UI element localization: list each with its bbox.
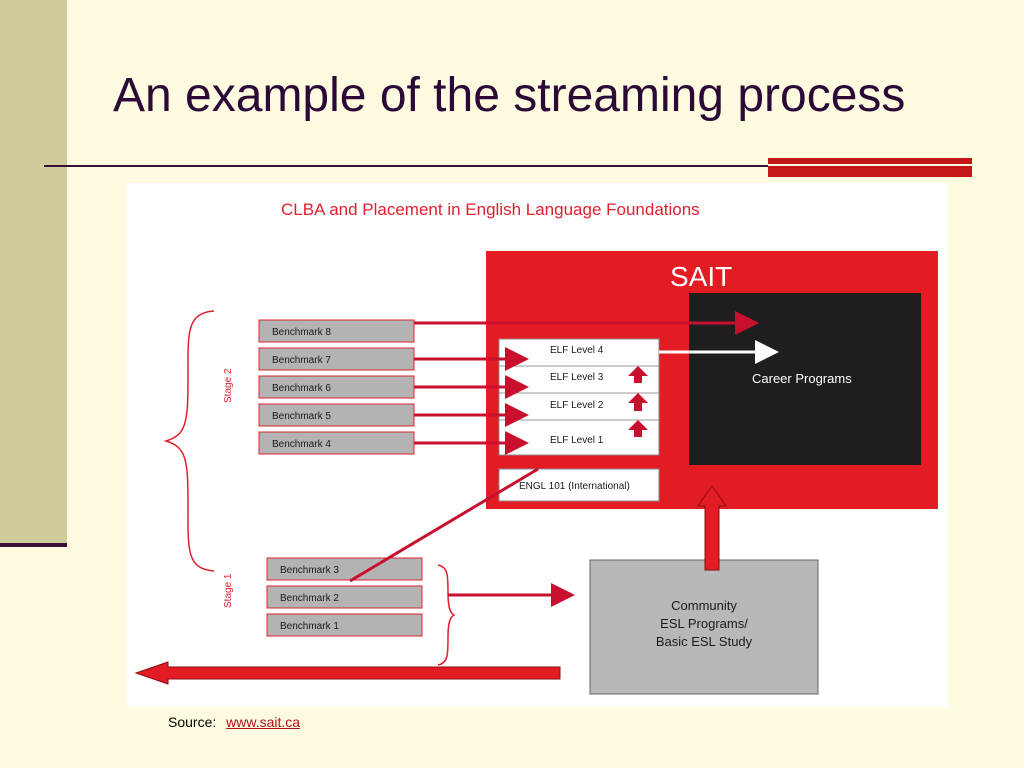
benchmark-3: Benchmark 3	[280, 565, 339, 576]
benchmark-7: Benchmark 7	[272, 355, 331, 366]
side-band	[0, 0, 67, 546]
benchmark-5: Benchmark 5	[272, 411, 331, 422]
community-line-2: ESL Programs/	[660, 616, 748, 631]
community-line-3: Basic ESL Study	[656, 634, 753, 649]
elf-level-2: ELF Level 2	[550, 400, 604, 411]
up-arrow-icon	[628, 420, 648, 437]
benchmark-2: Benchmark 2	[280, 593, 339, 604]
stage-1-bracket	[437, 564, 456, 666]
sait-label: SAIT	[670, 261, 732, 292]
streaming-diagram: CLBA and Placement in English Language F…	[126, 183, 948, 707]
source-label: Source:	[168, 714, 217, 730]
engl-101-label: ENGL 101 (International)	[519, 481, 630, 492]
benchmark-6: Benchmark 6	[272, 383, 331, 394]
benchmark-box	[258, 319, 415, 343]
elf-level-3: ELF Level 3	[550, 372, 604, 383]
title-rule	[44, 165, 774, 167]
stage-2-benchmarks: Benchmark 8 Benchmark 7 Benchmark 6 Benc…	[258, 319, 415, 455]
placement-arrows	[349, 311, 759, 607]
stage-1-benchmarks: Benchmark 3 Benchmark 2 Benchmark 1	[266, 557, 423, 637]
benchmark-box	[266, 585, 423, 609]
up-arrow-icon	[628, 393, 648, 411]
elf-progression-arrows	[628, 366, 648, 437]
benchmark-3-to-engl-arrow	[349, 467, 539, 583]
benchmark-box	[266, 613, 423, 637]
elf-level-4: ELF Level 4	[550, 345, 604, 356]
title-rule-accent	[768, 158, 972, 177]
diagram-heading: CLBA and Placement in English Language F…	[281, 200, 700, 219]
benchmark-box	[266, 557, 423, 581]
exit-left-arrow	[134, 661, 561, 685]
community-esl-box	[589, 559, 819, 695]
community-line-1: Community	[671, 598, 737, 613]
up-arrow-icon	[628, 366, 648, 383]
benchmark-8: Benchmark 8	[272, 327, 331, 338]
stage-2-bracket	[163, 310, 215, 572]
career-programs-label: Career Programs	[752, 371, 852, 386]
engl-101-box	[498, 468, 660, 502]
slide-title: An example of the streaming process	[113, 69, 906, 122]
side-band-rule	[0, 543, 67, 547]
source-link[interactable]: www.sait.ca	[226, 714, 301, 730]
elf-level-1: ELF Level 1	[550, 435, 604, 446]
stage-1-label: Stage 1	[223, 573, 234, 608]
source-line: Source: www.sait.ca	[168, 714, 300, 730]
stage-2-label: Stage 2	[223, 368, 234, 403]
benchmark-1: Benchmark 1	[280, 621, 339, 632]
diagram-canvas: CLBA and Placement in English Language F…	[134, 200, 938, 695]
community-to-sait-arrow	[697, 485, 727, 571]
benchmark-4: Benchmark 4	[272, 439, 331, 450]
